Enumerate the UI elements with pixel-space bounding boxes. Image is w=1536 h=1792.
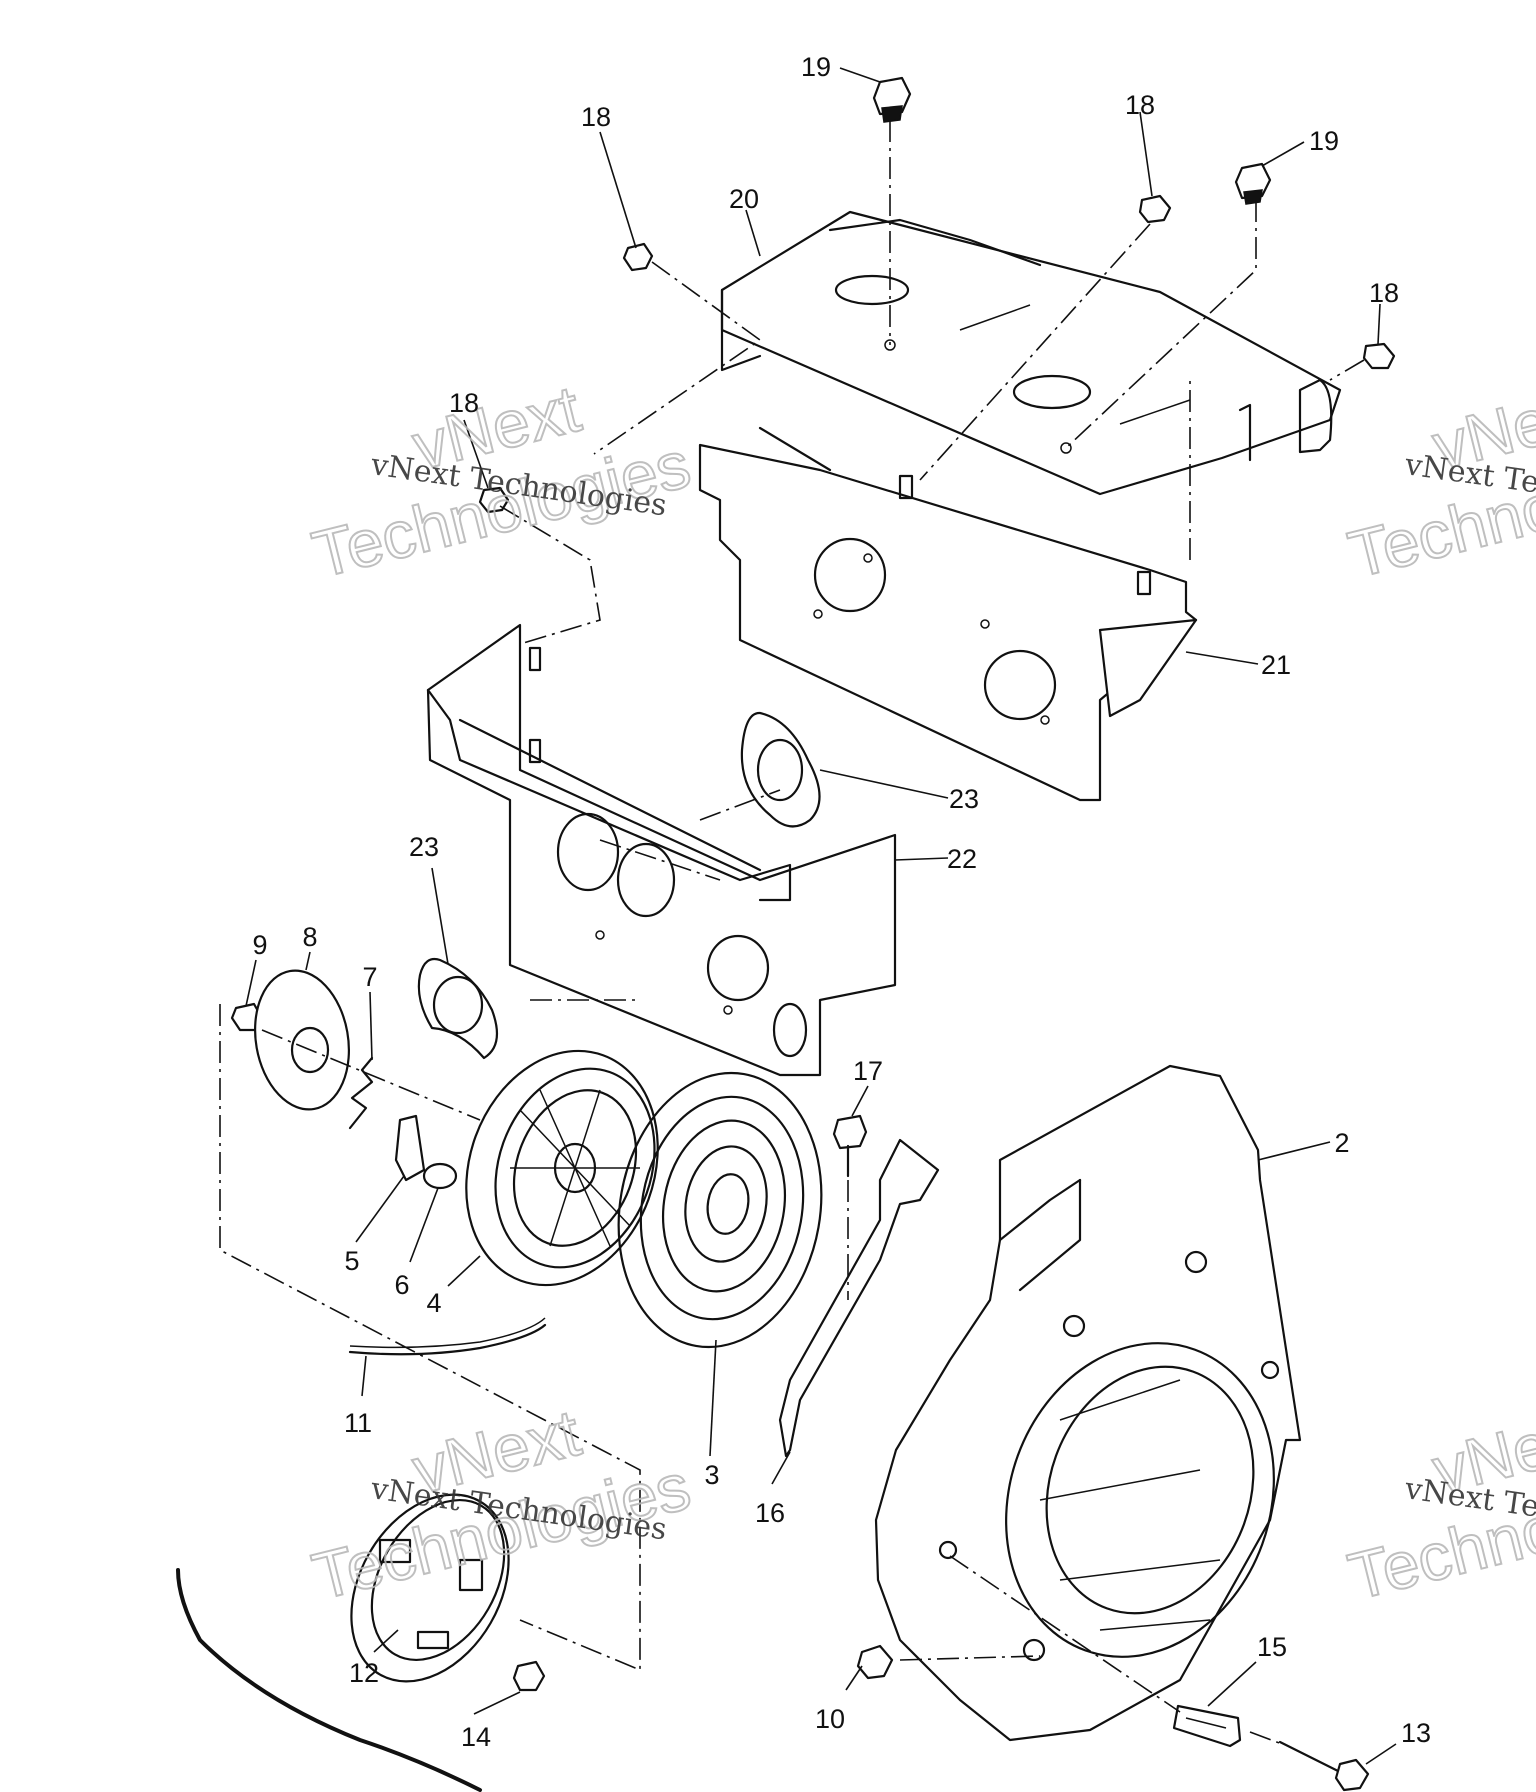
callout-7: 7	[362, 962, 377, 992]
callout-13: 13	[1401, 1718, 1431, 1748]
callout-15: 15	[1257, 1632, 1287, 1662]
callout-14: 14	[461, 1722, 491, 1752]
hex-bolt-19-right	[1234, 162, 1272, 205]
hex-nut-18-top-right	[1138, 194, 1172, 224]
callout-16: 16	[755, 1498, 785, 1528]
callout-labels: 19 18 18 19 20 18 18 21 23 22 23 9 8 7 1…	[252, 52, 1431, 1752]
front-shroud	[426, 623, 897, 1077]
gasket-right	[740, 711, 821, 828]
starter-pulley-4	[465, 1049, 659, 1287]
callout-10: 10	[815, 1704, 845, 1734]
callout-21: 21	[1261, 650, 1291, 680]
recoil-spring-3	[617, 1071, 823, 1349]
callout-19-right: 19	[1309, 126, 1339, 156]
callout-18-right: 18	[1369, 278, 1399, 308]
bolt-14	[512, 1660, 546, 1692]
wire-lead	[176, 1568, 482, 1792]
callout-12: 12	[349, 1658, 379, 1688]
callout-4: 4	[426, 1288, 441, 1318]
callout-2: 2	[1334, 1128, 1349, 1158]
callout-17: 17	[853, 1056, 883, 1086]
callout-22: 22	[947, 844, 977, 874]
callout-23-left: 23	[409, 832, 439, 862]
bolt-13	[1278, 1740, 1370, 1792]
callout-6: 6	[394, 1270, 409, 1300]
starter-rope-11	[348, 1317, 547, 1356]
assembly-center-lines	[219, 120, 1365, 1745]
gasket-left	[417, 957, 499, 1060]
callout-18-top-left: 18	[581, 102, 611, 132]
spacer-6	[422, 1162, 458, 1190]
callout-19-top: 19	[801, 52, 831, 82]
callout-11: 11	[344, 1408, 372, 1438]
ratchet-pawl-5	[394, 1114, 426, 1182]
callout-8: 8	[302, 922, 317, 952]
hex-nut-18-right	[1362, 342, 1396, 370]
bolt-17	[832, 1114, 868, 1178]
top-shroud-cover	[720, 210, 1342, 496]
callout-9: 9	[252, 930, 267, 960]
rear-baffle-plate	[698, 426, 1198, 802]
callout-18-top-right: 18	[1125, 90, 1155, 120]
callout-20: 20	[729, 184, 759, 214]
bracket-16	[778, 1138, 940, 1458]
spring-clip-7	[348, 1056, 374, 1130]
starter-cup-12	[350, 1493, 510, 1683]
clip-15	[1172, 1704, 1242, 1748]
fan-housing-2	[874, 1064, 1302, 1742]
bolt-10	[856, 1644, 894, 1680]
callout-3: 3	[704, 1460, 719, 1490]
callout-5: 5	[344, 1246, 359, 1276]
callout-18-left: 18	[449, 388, 479, 418]
callout-23-right: 23	[949, 784, 979, 814]
callout-leader-lines	[245, 67, 1397, 1765]
hex-bolt-19-top	[872, 76, 912, 123]
hex-nut-18-top-left	[622, 242, 654, 272]
plate-8	[253, 969, 351, 1111]
